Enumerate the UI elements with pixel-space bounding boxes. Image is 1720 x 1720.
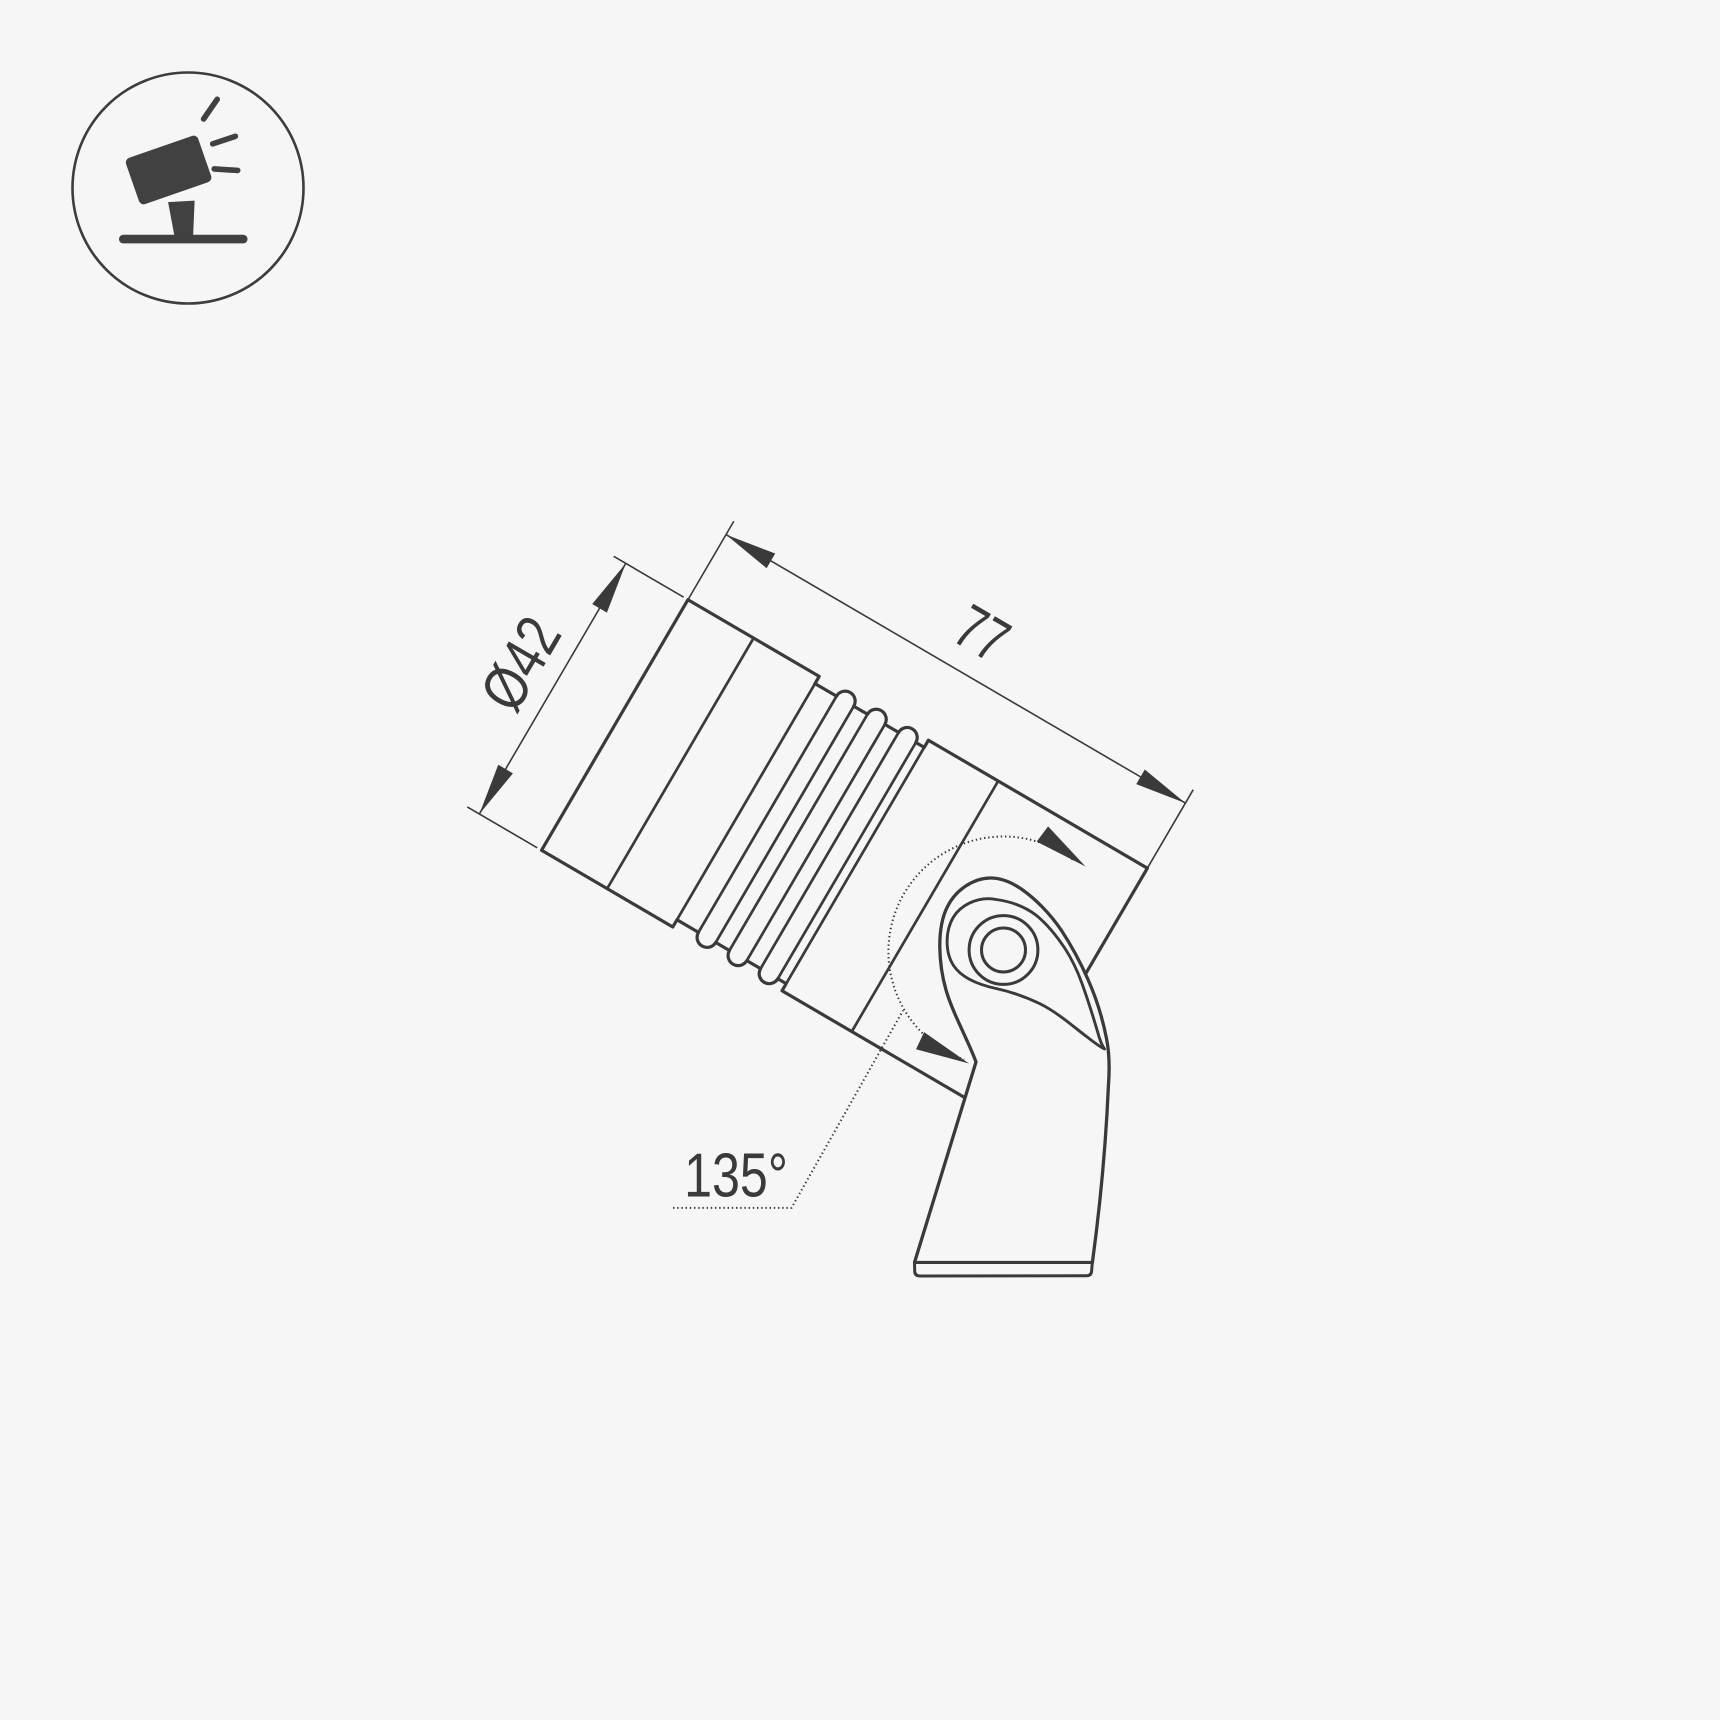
section-line (759, 731, 900, 970)
section-line (671, 675, 821, 928)
icon-ray-2 (209, 133, 239, 147)
icon-lamp-stem (168, 200, 195, 239)
section-line (697, 695, 838, 934)
section-line (780, 739, 930, 992)
rotation-arc-dotted (887, 835, 1074, 1061)
spotlight-icon (71, 71, 305, 305)
arc-arrowhead-bottom (916, 1032, 969, 1064)
body-section-lines (605, 637, 1000, 1033)
icon-ray-1 (200, 96, 220, 122)
pivot-bolt (980, 926, 1027, 974)
arrowhead (725, 534, 776, 569)
section-line (850, 780, 1000, 1033)
arrowhead (1136, 769, 1186, 804)
bracket-base-plate (913, 1261, 1094, 1278)
section-line (776, 741, 918, 980)
icon-lamp-head (125, 135, 212, 205)
section-line (605, 637, 755, 890)
section-line (745, 723, 887, 962)
dimension-line (725, 533, 1186, 804)
arc-arrowhead-top (1036, 826, 1086, 867)
arrowhead (479, 764, 513, 814)
angle-leader (673, 1010, 904, 1209)
icon-lamp-base (119, 234, 248, 244)
icon-ray-3 (211, 166, 241, 174)
angle-label: 135° (684, 1140, 788, 1209)
bracket-collar (945, 897, 1106, 1051)
angle-leader-line (673, 1010, 904, 1209)
mounting-bracket (912, 876, 1111, 1278)
section-line (728, 713, 869, 952)
section-line (714, 705, 855, 944)
rotation-arc (887, 826, 1086, 1064)
arrowhead (592, 563, 626, 613)
